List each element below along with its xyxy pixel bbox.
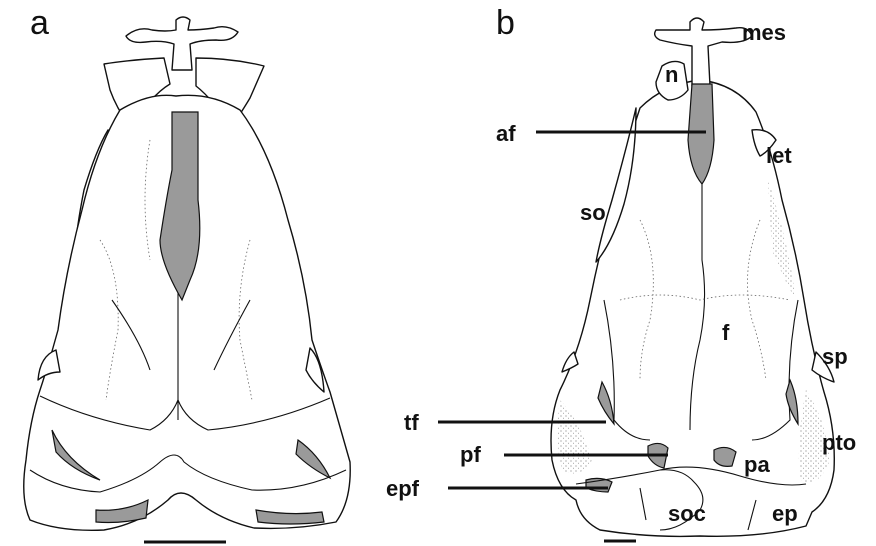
label-pto: pto (822, 430, 856, 455)
label-tf: tf (404, 410, 419, 435)
panel-b-letter: b (496, 4, 515, 42)
label-f: f (722, 320, 730, 345)
panel-a-letter: a (30, 4, 49, 42)
label-let: let (766, 143, 792, 168)
label-pa: pa (744, 452, 770, 477)
label-mes: mes (742, 20, 786, 45)
label-so: so (580, 200, 606, 225)
panel-a: a (24, 4, 350, 542)
skull-b-parietal-fossa-right (714, 447, 736, 466)
skull-b-drawing (551, 18, 834, 536)
label-ep: ep (772, 501, 798, 526)
label-epf: epf (386, 476, 420, 501)
label-soc: soc (668, 501, 706, 526)
label-pf: pf (460, 442, 481, 467)
label-sp: sp (822, 344, 848, 369)
panel-b: b (386, 4, 856, 541)
label-n: n (665, 62, 678, 87)
skull-a-drawing (24, 17, 350, 530)
label-af: af (496, 121, 516, 146)
